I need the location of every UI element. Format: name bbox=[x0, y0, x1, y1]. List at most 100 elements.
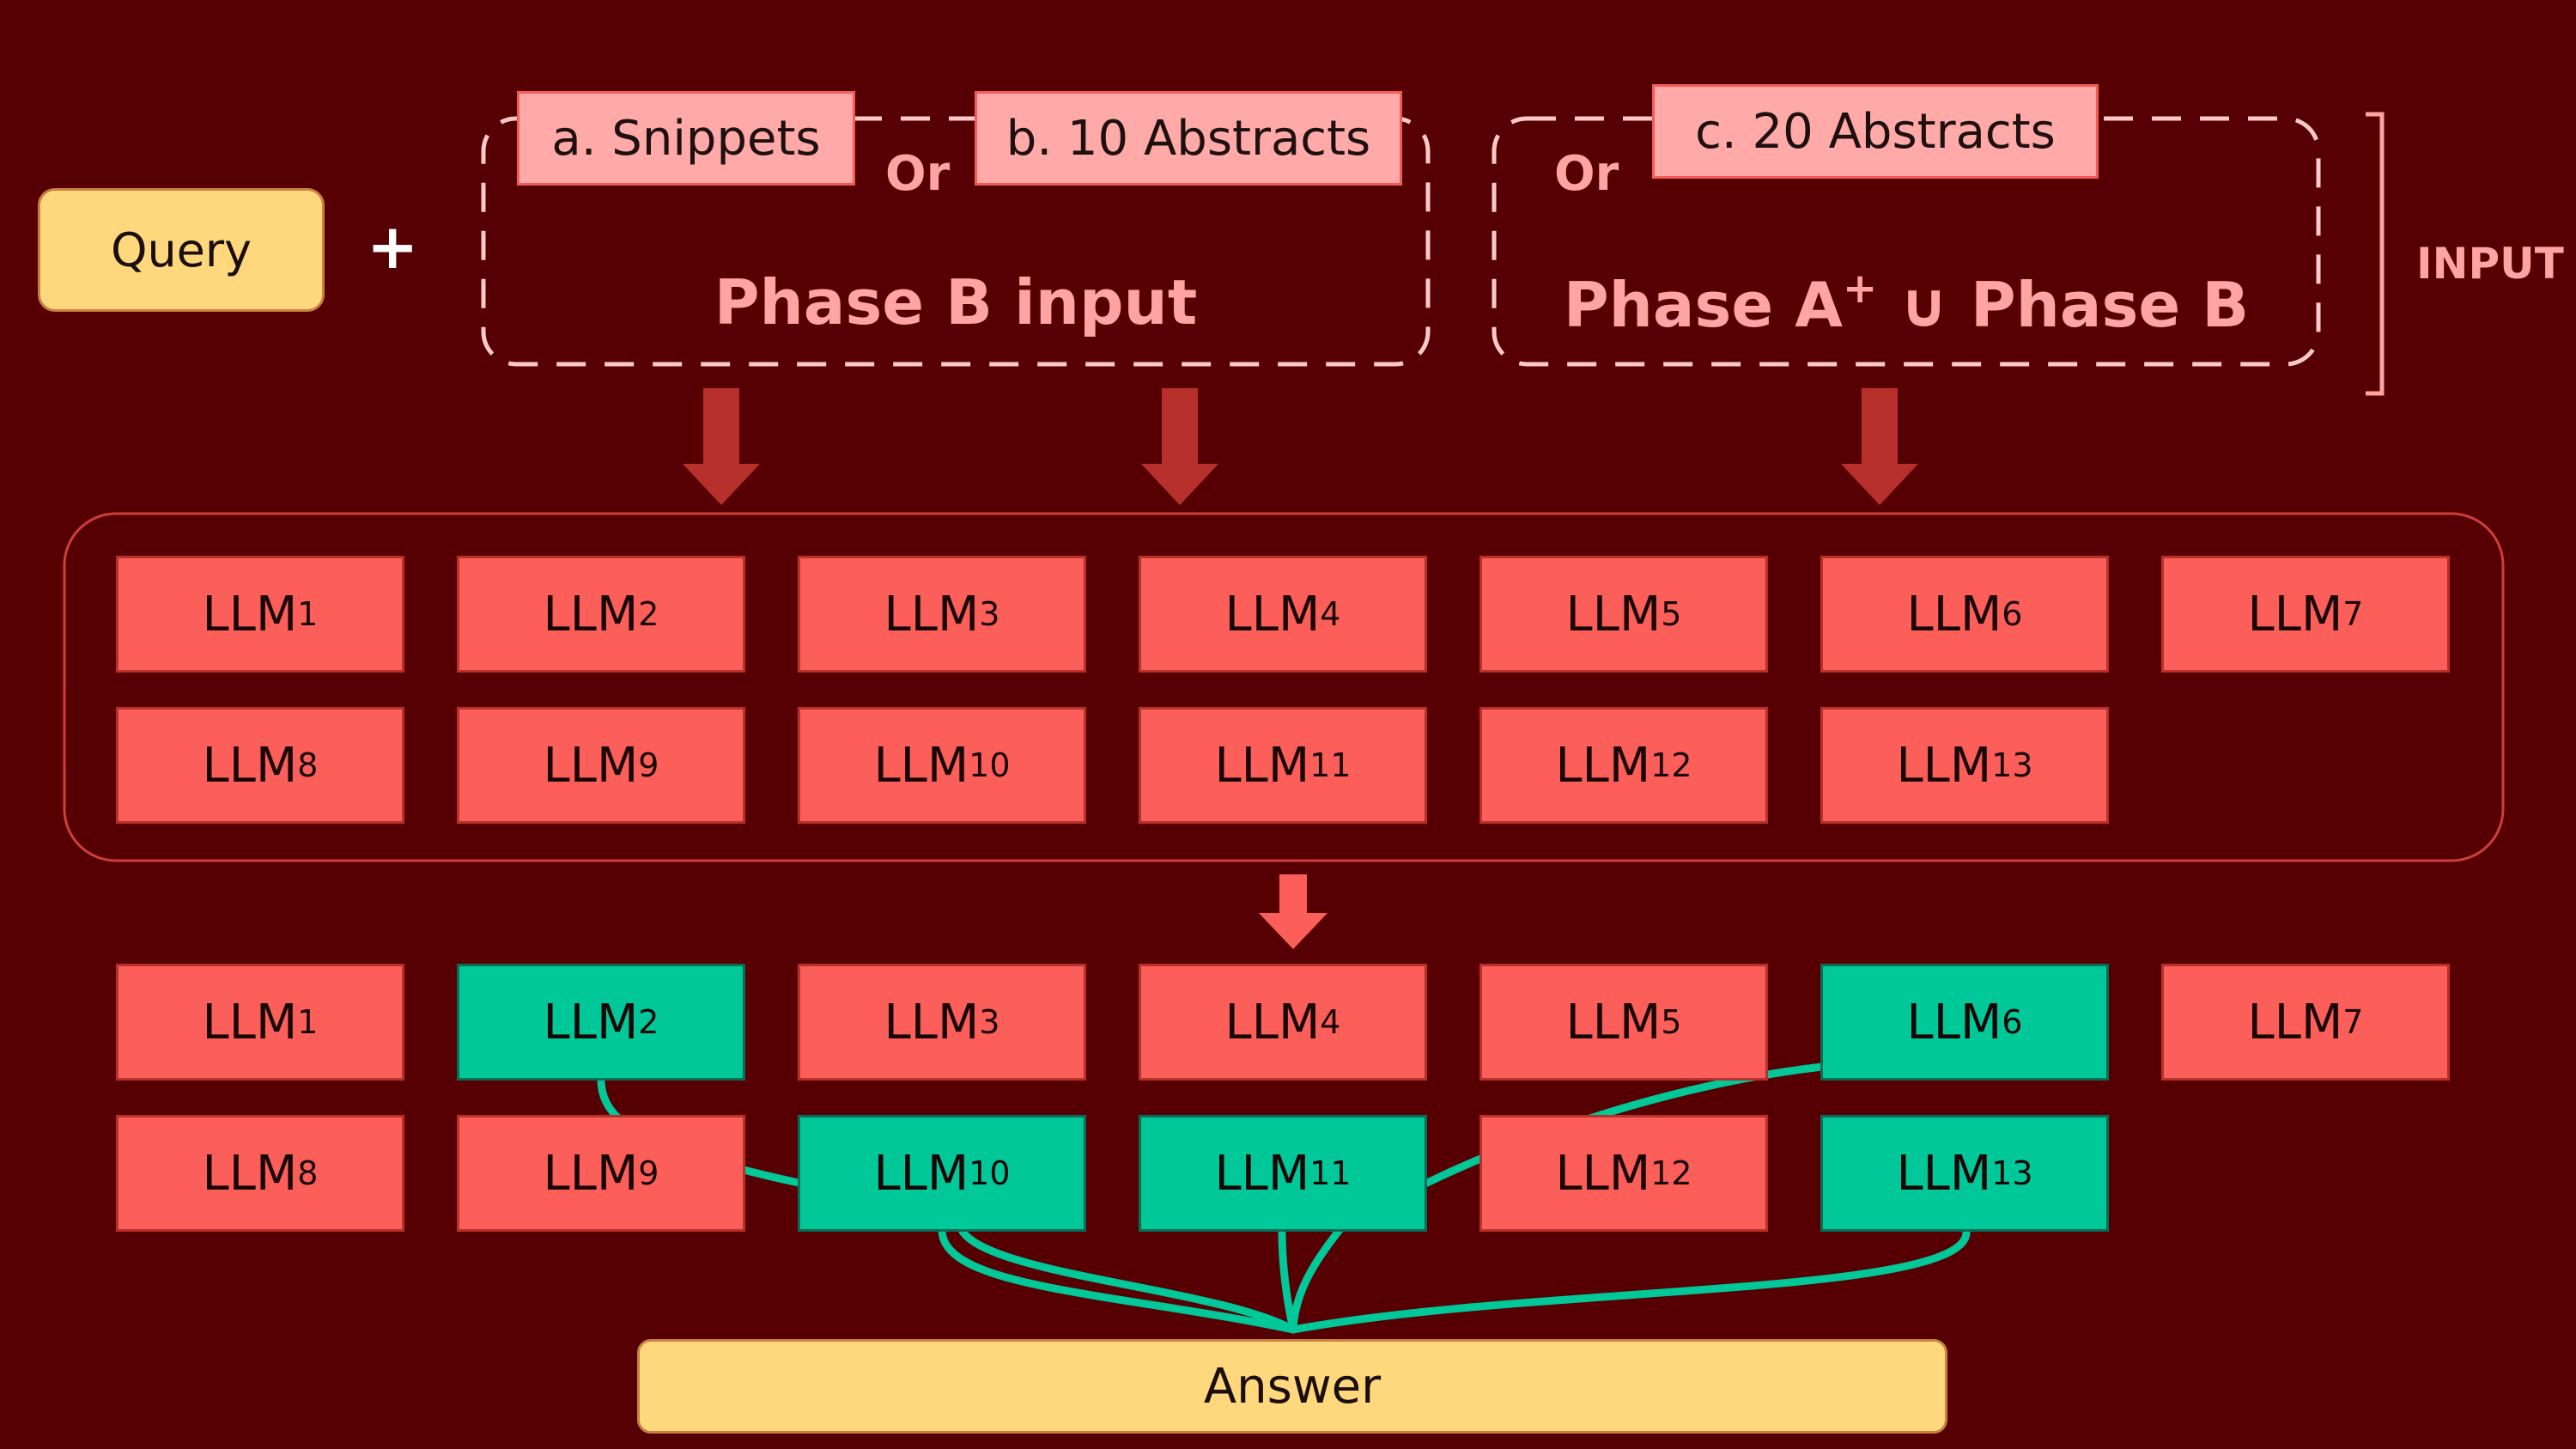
llm-label: LLM bbox=[2247, 586, 2343, 642]
llm-label: LLM bbox=[1896, 1145, 1992, 1202]
llm-label: LLM bbox=[1906, 994, 2002, 1050]
llm-index: 9 bbox=[638, 746, 659, 784]
llm-index: 12 bbox=[1650, 1154, 1692, 1192]
llm-label: LLM bbox=[884, 994, 980, 1050]
llm-label: LLM bbox=[202, 994, 298, 1050]
llm-label: LLM bbox=[1565, 586, 1662, 642]
llm-index: 7 bbox=[2342, 1003, 2364, 1041]
ten-abstracts-tag: b. 10 Abstracts bbox=[975, 91, 1402, 186]
phase-a-text: Phase A bbox=[1563, 269, 1843, 341]
input-label: INPUT bbox=[2416, 239, 2564, 289]
link-llm10b-answer bbox=[957, 1226, 1297, 1334]
llm-index: 3 bbox=[979, 1003, 1000, 1041]
ensemble-container bbox=[63, 512, 2505, 862]
llm-index: 13 bbox=[1991, 1154, 2033, 1192]
twenty-abstracts-label: c. 20 Abstracts bbox=[1695, 103, 2056, 160]
llm-label: LLM bbox=[1555, 1145, 1651, 1202]
llm-label: LLM bbox=[2247, 994, 2343, 1050]
llm-label: LLM bbox=[884, 586, 980, 642]
phase-union-group bbox=[1492, 116, 2321, 367]
query-box: Query bbox=[38, 188, 325, 312]
llm-label: LLM bbox=[1214, 1145, 1310, 1202]
phase-b-text: Phase B bbox=[1970, 269, 2250, 341]
snippets-tag: a. Snippets bbox=[517, 91, 855, 186]
llm-index: 10 bbox=[969, 1154, 1011, 1192]
llm-index: 8 bbox=[297, 746, 319, 784]
llm-index: 5 bbox=[1661, 595, 1682, 633]
phase-b-input-label: Phase B input bbox=[714, 266, 1198, 338]
llm-label: LLM bbox=[1906, 586, 2002, 642]
link-llm11b-answer bbox=[1289, 1226, 1344, 1334]
query-label: Query bbox=[110, 222, 252, 277]
llm-label: LLM bbox=[202, 586, 298, 642]
arrow-abstracts-down bbox=[1141, 388, 1218, 505]
twenty-abstracts-tag: c. 20 Abstracts bbox=[1652, 84, 2099, 179]
llm-index: 11 bbox=[1309, 1154, 1352, 1192]
llm-label: LLM bbox=[543, 994, 639, 1050]
llm-index: 7 bbox=[2342, 595, 2364, 633]
llm-label: LLM bbox=[1896, 737, 1992, 794]
llm-index: 4 bbox=[1320, 595, 1341, 633]
llm-label: LLM bbox=[1224, 994, 1321, 1050]
llm-index: 4 bbox=[1320, 1003, 1341, 1041]
snippets-label: a. Snippets bbox=[551, 110, 821, 167]
llm-index: 10 bbox=[969, 746, 1011, 784]
llm-index: 6 bbox=[2002, 1003, 2023, 1041]
llm-label: LLM bbox=[202, 737, 298, 794]
llm-index: 13 bbox=[1991, 746, 2033, 784]
plus-sign: + bbox=[367, 210, 419, 283]
ten-abstracts-label: b. 10 Abstracts bbox=[1005, 110, 1371, 167]
llm-index: 9 bbox=[638, 1154, 659, 1192]
link-llm10-answer bbox=[938, 1226, 1297, 1334]
phase-a-plus: + bbox=[1843, 265, 1878, 313]
llm-label: LLM bbox=[202, 1145, 298, 1202]
or-label-1: Or bbox=[885, 146, 951, 202]
arrow-selection-down bbox=[1259, 874, 1327, 949]
union-symbol: ∪ bbox=[1899, 269, 1949, 341]
llm-label: LLM bbox=[1555, 737, 1651, 794]
llm-index: 8 bbox=[297, 1154, 319, 1192]
llm-index: 2 bbox=[638, 595, 659, 633]
phase-union-label: Phase A+ ∪ Phase B bbox=[1494, 265, 2318, 341]
llm-index: 12 bbox=[1650, 746, 1692, 784]
llm-label: LLM bbox=[543, 1145, 639, 1202]
llm-index: 11 bbox=[1309, 746, 1352, 784]
llm-index: 5 bbox=[1661, 1003, 1682, 1041]
link-llm13-answer bbox=[1289, 1226, 1971, 1334]
answer-box: Answer bbox=[637, 1339, 1947, 1434]
llm-index: 1 bbox=[297, 595, 319, 633]
arrow-snippets-down bbox=[683, 388, 760, 505]
llm-label: LLM bbox=[1565, 994, 1662, 1050]
llm-label: LLM bbox=[873, 1145, 969, 1202]
answer-label: Answer bbox=[1203, 1358, 1382, 1415]
llm-index: 6 bbox=[2002, 595, 2023, 633]
llm-label: LLM bbox=[543, 737, 639, 794]
